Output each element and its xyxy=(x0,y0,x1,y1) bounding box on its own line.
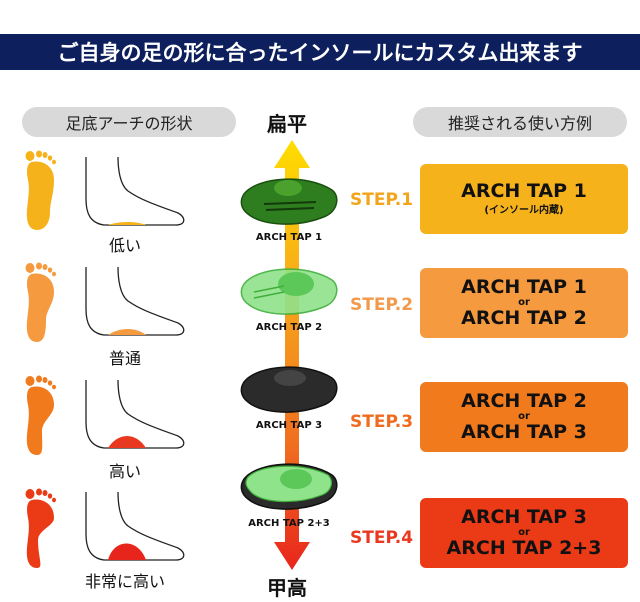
arch-condition-label: 非常に高い xyxy=(84,572,165,591)
rec-or: or xyxy=(518,297,530,308)
axis-bottom-label: 甲高 xyxy=(267,576,307,600)
right-header-pill: 推奨される使い方例 xyxy=(413,107,627,137)
insole-icon-combined xyxy=(240,463,338,510)
insole-label: ARCH TAP 1 xyxy=(255,232,323,243)
step-label: STEP.3 xyxy=(350,412,414,432)
insole-icon-black xyxy=(240,366,338,413)
recommendation-box: ARCH TAP 3 or ARCH TAP 2+3 xyxy=(420,498,628,568)
step-label: STEP.1 xyxy=(350,190,414,210)
right-header-label: 推奨される使い方例 xyxy=(447,114,592,133)
insole-label: ARCH TAP 3 xyxy=(255,420,323,431)
recommendation-box: ARCH TAP 2 or ARCH TAP 3 xyxy=(420,382,628,452)
insole-label: ARCH TAP 2+3 xyxy=(248,518,330,529)
recommendation-box: ARCH TAP 1 (インソール内蔵) xyxy=(420,164,628,234)
footprint-icon xyxy=(25,150,56,230)
arch-condition-label: 高い xyxy=(108,462,141,481)
rec-line2: ARCH TAP 2+3 xyxy=(446,537,602,559)
foot-side-outline xyxy=(85,491,185,561)
rec-line1: ARCH TAP 1 xyxy=(461,276,587,298)
gradient-arrow-icon xyxy=(274,140,310,570)
recommendation-box: ARCH TAP 1 or ARCH TAP 2 xyxy=(420,268,628,338)
arch-condition-label: 普通 xyxy=(108,349,141,368)
rec-line2: ARCH TAP 3 xyxy=(461,421,587,443)
rec-or: or xyxy=(518,527,530,538)
rec-line1: ARCH TAP 2 xyxy=(461,390,587,412)
left-header-pill: 足底アーチの形状 xyxy=(22,107,236,137)
rec-note: (インソール内蔵) xyxy=(484,204,564,216)
foot-side-outline xyxy=(85,156,185,226)
insole-icon-green-clear xyxy=(240,268,338,315)
insole-icon-green-dark xyxy=(240,178,338,225)
banner-title: ご自身の足の形に合ったインソールにカスタム出来ます xyxy=(57,41,583,65)
rec-line2: ARCH TAP 2 xyxy=(461,307,587,329)
step-label: STEP.4 xyxy=(350,528,414,548)
left-header-label: 足底アーチの形状 xyxy=(65,114,193,133)
rec-line1: ARCH TAP 1 xyxy=(461,179,587,202)
insole-label: ARCH TAP 2 xyxy=(255,322,323,333)
foot-side-outline xyxy=(85,266,185,336)
footprint-icon xyxy=(25,375,56,455)
foot-side-outline xyxy=(85,379,185,449)
title-banner: ご自身の足の形に合ったインソールにカスタム出来ます xyxy=(0,34,640,70)
arch-condition-label: 低い xyxy=(108,236,141,255)
footprint-icon xyxy=(25,488,56,568)
rec-line1: ARCH TAP 3 xyxy=(461,506,587,528)
step-label: STEP.2 xyxy=(350,295,414,315)
rec-or: or xyxy=(518,411,530,422)
footprint-icon xyxy=(25,262,56,342)
axis-top-label: 扁平 xyxy=(267,112,307,136)
